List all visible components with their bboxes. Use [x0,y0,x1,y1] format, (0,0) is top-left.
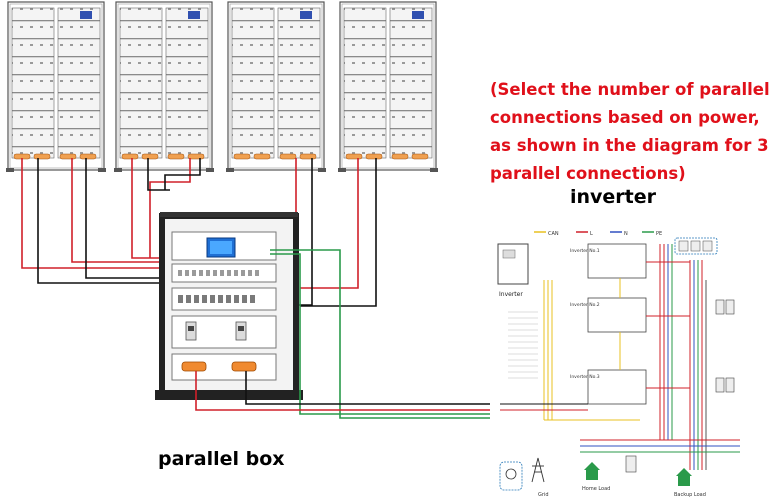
home-load-icon [584,462,600,480]
inverter-caption: Inverter [499,291,523,298]
caption-backup-load: Backup Load [674,492,706,498]
output-cables [195,249,500,419]
parallel-connection-note: (Select the number of parallel connectio… [490,76,770,188]
note-line-3: as shown in the diagram for 3 [490,136,769,155]
meter-icon [499,461,523,491]
note-line-1: (Select the number of parallel [490,80,770,99]
battery-rack-1 [6,1,106,172]
legend-can: CAN [548,231,559,237]
inverter-title: inverter [570,186,657,208]
legend-pe: PE [656,231,662,237]
note-line-4: parallel connections) [490,164,686,183]
unit-label-2: Inverter No.2 [570,302,600,308]
unit-label-3: Inverter No.3 [570,374,600,380]
legend-l: L [590,231,593,237]
battery-rack-2 [114,1,214,172]
unit-label-1: Inverter No.1 [570,248,600,254]
battery-rack-3 [226,1,326,172]
caption-home-load: Home Load [582,486,610,492]
backup-load-icon [676,468,692,486]
caption-grid: Grid [538,492,549,498]
parallel-box-title: parallel box [158,448,285,470]
battery-rack-4 [338,1,438,172]
legend-n: N [624,231,628,237]
inverter-schematic: CAN L N PE Inverter Inverter No.1 Invert… [490,224,754,500]
grid-pylon-icon [531,457,545,483]
parallel-box-cabinet [155,212,303,400]
note-line-2: connections based on power, [490,108,760,127]
